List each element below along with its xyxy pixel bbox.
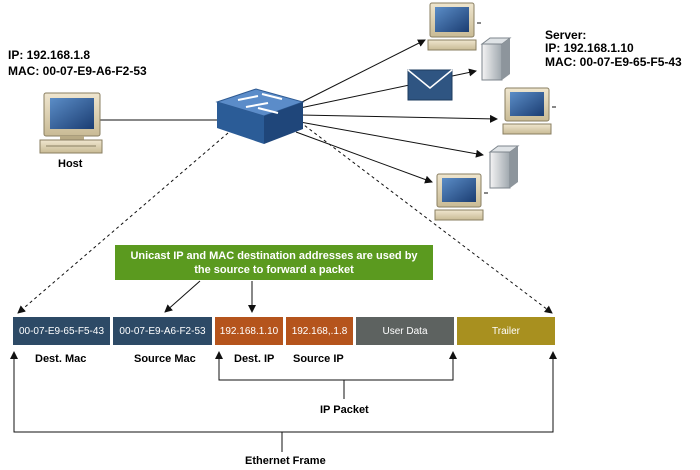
envelope-icon [407,69,453,101]
server-ip-label: IP: 192.168.1.10 [545,41,634,55]
frame-field-dest-mac: 00-07-E9-65-F5-43 [13,317,110,345]
caption-dest-mac: Dest. Mac [35,353,87,365]
caption-source-ip: Source IP [293,353,344,365]
frame-field-source-mac: 00-07-E9-A6-F2-53 [113,317,212,345]
host-computer-icon [39,92,103,154]
frame-field-user-data: User Data [356,317,454,345]
caption-source-mac: Source Mac [134,353,196,365]
link-pc-3 [295,131,433,184]
server-icon-bottom [488,145,520,189]
host-label: Host [58,158,83,170]
host-mac-label: MAC: 00-07-E9-A6-F2-53 [8,64,147,78]
ip-packet-bracket [215,351,457,399]
network-links [100,39,498,184]
host-ip-label: IP: 192.168.1.8 [8,48,91,62]
dotted-arrow-left [17,132,229,314]
pc-icon-top [427,2,481,51]
server-icon-top [480,37,512,81]
ip-packet-label: IP Packet [320,404,369,416]
caption-dest-ip: Dest. IP [234,353,275,365]
dotted-arrow-right [299,121,553,314]
network-switch-icon [215,88,305,144]
pc-icon-middle [502,87,556,135]
frame-field-source-ip: 192.168,.1.8 [286,317,353,345]
callout-arrow-source [164,280,201,313]
link-pc-1 [299,39,426,104]
frame-field-dest-ip: 192.168.1.10 [215,317,283,345]
server-mac-label: MAC: 00-07-E9-65-F5-43 [545,55,682,69]
pc-icon-bottom [434,173,488,221]
ethernet-frame-bracket [10,351,557,452]
server-title: Server: [545,28,587,42]
unicast-callout: Unicast IP and MAC destination addresses… [115,245,433,280]
frame-field-trailer: Trailer [457,317,555,345]
ethernet-frame-label: Ethernet Frame [245,455,326,467]
callout-line-1: Unicast IP and MAC destination addresses… [130,250,418,262]
callout-line-2: the source to forward a packet [194,264,354,276]
link-server-2 [299,121,484,158]
link-pc-2 [299,114,498,123]
